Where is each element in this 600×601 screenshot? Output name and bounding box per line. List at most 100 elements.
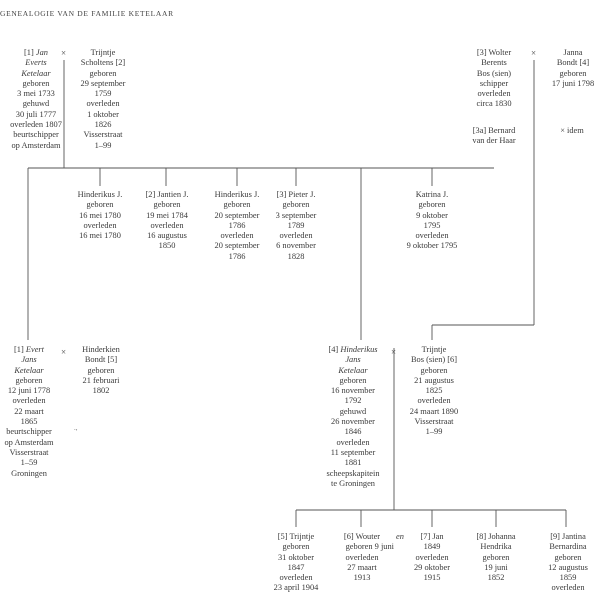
person-name-line: Evert — [25, 345, 44, 354]
person-detail: 6 november — [276, 241, 316, 251]
person-detail: geboren — [22, 78, 50, 88]
person-detail: Bondt [4] — [556, 58, 590, 68]
person-detail: 12 augustus — [548, 562, 588, 572]
person-detail: overleden — [415, 231, 449, 241]
person-detail: Berents — [481, 58, 507, 68]
person-detail: Bondt [5] — [84, 355, 118, 365]
person-detail: 1915 — [423, 573, 441, 583]
stray-mark: ., — [74, 424, 78, 432]
person-detail: geboren — [223, 200, 251, 210]
person-detail: 1859 — [559, 573, 577, 583]
person-detail: 23 april 1904 — [273, 583, 319, 593]
person-detail: 1786 — [228, 220, 246, 230]
page-header-title: GENEALOGIE VAN DE FAMILIE KETELAAR — [0, 9, 174, 18]
person-child-johanna: [8] Johanna Hendrika geboren 19 juni 185… — [466, 532, 526, 583]
person-detail: 16 november — [331, 386, 375, 396]
person-detail: te Groningen — [331, 478, 375, 488]
person-detail: 12 juni 1778 — [7, 386, 51, 396]
person-name-line: Jans — [21, 355, 37, 365]
person-detail: Bos (sien) — [476, 68, 512, 78]
person-detail: 1759 — [94, 89, 112, 99]
person-detail: 19 mei 1784 — [146, 210, 188, 220]
person-detail: 1 oktober — [87, 109, 119, 119]
person-detail: overleden — [551, 583, 585, 593]
person-detail: overleden — [220, 231, 254, 241]
person-detail: Visserstraat — [83, 130, 123, 140]
person-hinderikus-1786: Hinderikus J. geboren 20 september 1786 … — [206, 190, 268, 262]
person-detail: geboren — [86, 200, 114, 210]
person-hinderkien-bondt: Hinderkien Bondt [5] geboren 21 februari… — [72, 345, 130, 396]
person-detail: 21 augustus — [414, 375, 454, 385]
person-detail: [6] Wouter — [343, 532, 381, 541]
person-hinderikus-1780: Hinderikus J. geboren 16 mei 1780 overle… — [72, 190, 128, 241]
person-janna-bondt: Janna Bondt [4] geboren 17 juni 1798 — [548, 48, 598, 89]
person-detail: 1828 — [287, 251, 305, 261]
person-detail: overleden — [279, 573, 313, 583]
marriage-idem-note: × idem — [560, 126, 584, 135]
person-detail: Janna — [563, 48, 583, 57]
person-detail: Hinderikus J. — [214, 190, 260, 199]
person-detail: op Amsterdam — [11, 140, 61, 150]
person-detail: [3a] Bernard — [472, 126, 516, 135]
person-child-wouter: [6] Wouter geboren 9 juni overleden 27 m… — [330, 532, 394, 583]
person-detail: Visserstraat — [9, 447, 49, 457]
person-detail: Visserstraat — [414, 417, 454, 427]
person-detail: 21 februari — [82, 375, 120, 385]
person-detail: [2] Jantien J. — [145, 190, 189, 199]
person-detail: geboren — [15, 375, 43, 385]
person-detail: scheepskapitein — [326, 468, 380, 478]
person-detail: 20 september — [214, 210, 260, 220]
person-detail: 1846 — [344, 427, 362, 437]
person-trijntje-scholtens: Trijntje Scholtens [2] geboren 29 septem… — [72, 48, 134, 151]
person-detail: geboren — [420, 365, 448, 375]
person-detail: overleden — [415, 552, 449, 562]
person-detail: 1–59 — [20, 458, 38, 468]
person-detail: [3] Pieter J. — [276, 190, 316, 199]
person-detail: overleden — [345, 552, 379, 562]
person-katrina: Katrina J. geboren 9 oktober 1795 overle… — [398, 190, 466, 252]
person-child-trijntje: [5] Trijntje geboren 31 oktober 1847 ove… — [266, 532, 326, 594]
person-detail: 30 juli 1777 — [15, 109, 57, 119]
person-name-line: Jans — [345, 355, 361, 365]
person-detail: overleden — [83, 220, 117, 230]
person-detail: 19 juni — [484, 562, 508, 572]
person-number: [1] — [14, 345, 24, 354]
person-detail: overleden — [279, 231, 313, 241]
person-detail: overleden — [150, 220, 184, 230]
person-detail: Katrina J. — [415, 190, 449, 199]
person-detail: 11 september — [330, 447, 376, 457]
person-number: [1] — [24, 48, 34, 57]
person-child-jan: [7] Jan 1849 overleden 29 oktober 1915 — [404, 532, 460, 583]
person-detail: 9 oktober — [416, 210, 448, 220]
person-detail: beurtschipper — [13, 130, 59, 140]
person-detail: overleden — [86, 99, 120, 109]
person-detail: geboren — [339, 375, 367, 385]
person-detail: op Amsterdam — [4, 437, 54, 447]
person-pieter: [3] Pieter J. geboren 3 september 1789 o… — [266, 190, 326, 262]
person-name-line: Ketelaar — [14, 365, 44, 375]
person-bernard-van-der-haar: [3a] Bernard van der Haar — [464, 126, 524, 147]
person-detail: geboren — [89, 68, 117, 78]
person-detail: gehuwd — [339, 406, 367, 416]
person-detail: Trijntje — [90, 48, 116, 57]
person-hinderikus-jans-ketelaar: [4] Hinderikus Jans Ketelaar geboren 16 … — [316, 345, 390, 489]
person-detail: 1–99 — [425, 427, 443, 437]
person-detail: 1847 — [287, 562, 305, 572]
person-detail: 1865 — [20, 417, 38, 427]
twin-en-text: en — [396, 532, 404, 541]
person-detail: overleden — [417, 396, 451, 406]
person-detail: Hinderikus J. — [77, 190, 123, 199]
person-detail: Trijntje — [421, 345, 447, 354]
person-detail: 29 oktober — [413, 562, 451, 572]
person-detail: geboren — [482, 552, 510, 562]
person-detail: [8] Johanna — [476, 532, 516, 541]
person-detail: 1789 — [287, 220, 305, 230]
marriage-sign: × — [531, 48, 537, 58]
person-detail: 29 september — [80, 78, 126, 88]
person-evert-jans-ketelaar: [1] Evert Jans Ketelaar geboren 12 juni … — [0, 345, 58, 479]
person-detail: 1792 — [344, 396, 362, 406]
person-detail: overleden — [477, 89, 511, 99]
person-detail: [9] Jantina — [550, 532, 586, 541]
person-detail: overleden — [336, 437, 370, 447]
person-detail: van der Haar — [472, 136, 516, 146]
